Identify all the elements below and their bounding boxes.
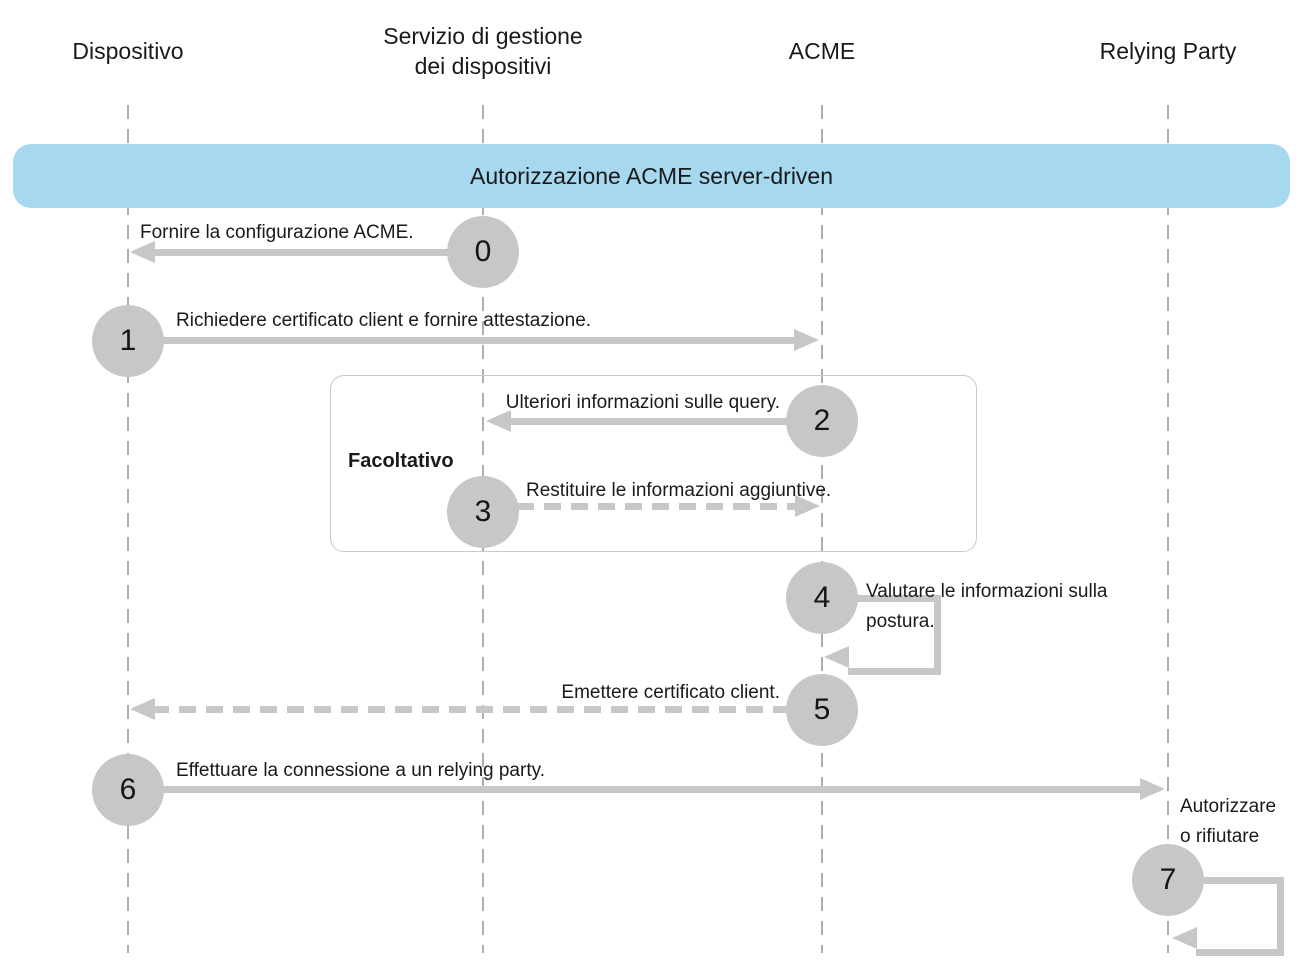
step-7-arrowhead-left xyxy=(1172,927,1197,949)
step-5-message-label: Emettere certificato client. xyxy=(561,682,780,703)
step-3-arrowhead-right xyxy=(795,495,820,517)
step-2-number-badge: 2 xyxy=(786,385,858,457)
step-0-number-badge: 0 xyxy=(447,216,519,288)
step-3-message-label: Restituire le informazioni aggiuntive. xyxy=(526,480,832,501)
step-4-number-badge: 4 xyxy=(786,562,858,634)
title-banner: Autorizzazione ACME server-driven xyxy=(13,144,1290,208)
step-1-arrowhead-right xyxy=(794,329,819,351)
diagram-title: Autorizzazione ACME server-driven xyxy=(469,162,834,189)
step-4-message-label: Valutare le informazioni sulla postura. xyxy=(866,581,1108,632)
step-1-message-label: Richiedere certificato client e fornire … xyxy=(176,310,592,331)
step-6-arrowhead-right xyxy=(1140,778,1165,800)
lifeline-header-dispositivo: Dispositivo xyxy=(72,38,184,64)
step-6-message-label: Effettuare la connessione a un relying p… xyxy=(176,760,545,781)
step-3-number-badge: 3 xyxy=(447,476,519,548)
step-0-arrowhead-left xyxy=(130,241,155,263)
step-6-arrow-line xyxy=(160,786,1142,793)
lifeline-header-acme: ACME xyxy=(788,38,856,64)
lifeline-header-servizio-gestione: Servizio di gestione dei dispositivi xyxy=(383,23,583,79)
step-6-number-badge: 6 xyxy=(92,754,164,826)
step-5-arrowhead-left xyxy=(130,698,155,720)
step-7-message-label: Autorizzare o rifiutare xyxy=(1180,796,1277,847)
step-5-number-badge: 5 xyxy=(786,674,858,746)
step-1-number-badge: 1 xyxy=(92,305,164,377)
step-2-arrowhead-left xyxy=(486,410,511,432)
step-4-self-loop xyxy=(848,595,941,675)
step-7-self-loop xyxy=(1196,877,1284,956)
step-0-arrow-line xyxy=(150,249,483,256)
step-3-arrow-line xyxy=(517,503,803,510)
step-0-message-label: Fornire la configurazione ACME. xyxy=(140,222,414,243)
step-7-number-badge: 7 xyxy=(1132,844,1204,916)
lifeline-acme xyxy=(821,105,823,953)
optional-group-box xyxy=(330,375,977,552)
step-2-message-label: Ulteriori informazioni sulle query. xyxy=(505,392,780,413)
step-5-arrow-line xyxy=(152,706,786,713)
lifeline-dispositivo xyxy=(127,105,129,953)
step-4-arrowhead-left xyxy=(824,646,849,668)
lifeline-relying-party xyxy=(1167,105,1169,953)
step-1-arrow-line xyxy=(160,337,796,344)
step-2-arrow-line xyxy=(508,418,822,425)
lifeline-header-relying-party: Relying Party xyxy=(1099,38,1237,64)
optional-group-label: Facoltativo xyxy=(348,450,454,472)
